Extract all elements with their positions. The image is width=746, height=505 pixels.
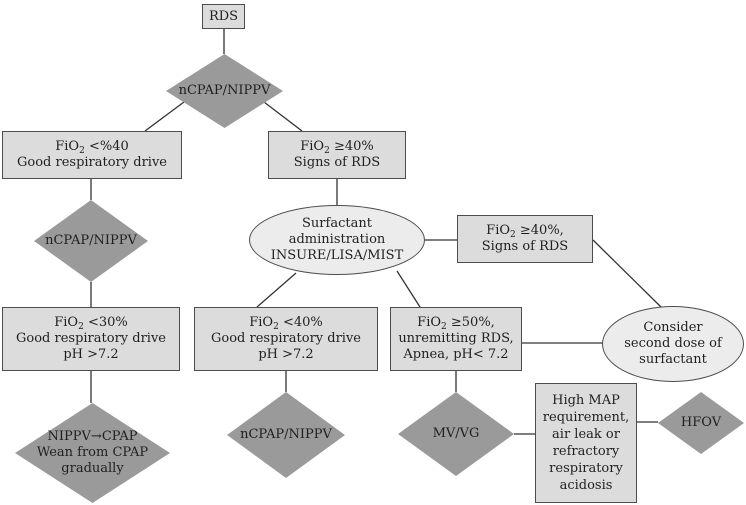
high-map-line4: refractory	[552, 444, 620, 459]
fio2-ge40-right-sub: 2	[510, 230, 516, 240]
ncpap-top-diamond: nCPAP/NIPPV	[166, 54, 283, 128]
fio2-ge40-right-box: FiO2 ≥40%, Signs of RDS	[457, 215, 593, 263]
high-map-line6: acidosis	[559, 478, 613, 493]
fio2-ge40-right-line2: Signs of RDS	[481, 239, 569, 254]
fio2-ge40-line1: FiO2 ≥40%	[300, 139, 374, 156]
fio2-lt30-line2: Good respiratory drive	[16, 331, 166, 346]
fio2-lt40-fio2: FiO	[55, 139, 80, 154]
ncpap-bottom-label: nCPAP/NIPPV	[240, 427, 332, 442]
fio2-lt40-mid-fio2: FiO	[249, 315, 274, 330]
fio2-ge40-signs-box: FiO2 ≥40% Signs of RDS	[268, 131, 406, 179]
second-dose-line2: second dose of	[624, 336, 722, 351]
connector-ncpap-to-fio2-ge40	[263, 101, 303, 132]
fio2-ge40-right-line1: FiO2 ≥40%,	[486, 223, 564, 240]
fio2-ge50-line2: unremitting RDS,	[398, 331, 514, 346]
second-dose-line1: Consider	[643, 320, 703, 335]
fio2-lt40-rest: <%40	[84, 139, 129, 154]
fio2-lt30-sub: 2	[78, 322, 84, 332]
fio2-ge50-rest: ≥50%,	[446, 315, 495, 330]
connector-surfactant-to-fio2-lt40	[256, 272, 297, 308]
surfactant-ellipse: Surfactant administration INSURE/LISA/MI…	[249, 205, 425, 275]
fio2-lt40-mid-line3: pH >7.2	[258, 347, 314, 362]
connector-fio2-right-to-second-dose	[592, 239, 662, 308]
connector-ncpap-to-fio2-lt40	[144, 101, 185, 132]
hfov-diamond: HFOV	[658, 392, 744, 454]
fio2-lt30-line1: FiO2 <30%	[54, 315, 128, 332]
nippv-to-cpap-line1: NIPPV→CPAP	[47, 429, 138, 444]
connector-surfactant-to-fio2-ge50	[396, 270, 421, 308]
rds-start-label: RDS	[208, 8, 239, 24]
fio2-lt30-rest: <30%	[83, 315, 128, 330]
fio2-lt40-mid-line1: FiO2 <40%	[249, 315, 323, 332]
second-dose-line3: surfactant	[639, 352, 707, 367]
fio2-lt30-box: FiO2 <30% Good respiratory drive pH >7.2	[2, 307, 180, 371]
fio2-lt40-sub: 2	[79, 146, 85, 156]
fio2-lt30-line3: pH >7.2	[63, 347, 119, 362]
rds-start-box: RDS	[202, 4, 245, 29]
fio2-ge40-sub: 2	[324, 146, 330, 156]
high-map-box: High MAP requirement, air leak or refrac…	[535, 383, 637, 503]
surfactant-line1: Surfactant	[302, 216, 372, 231]
high-map-line3: air leak or	[552, 427, 620, 442]
ncpap-left-label: nCPAP/NIPPV	[45, 233, 137, 248]
fio2-lt40-mid-line2: Good respiratory drive	[211, 331, 361, 346]
fio2-lt40-line2: Good respiratory drive	[17, 155, 167, 170]
fio2-ge40-right-fio2: FiO	[486, 223, 511, 238]
fio2-ge40-fio2: FiO	[300, 139, 325, 154]
surfactant-line3: INSURE/LISA/MIST	[270, 248, 404, 263]
fio2-lt40-good-drive-box: FiO2 <%40 Good respiratory drive	[2, 131, 182, 179]
fio2-lt40-mid-box: FiO2 <40% Good respiratory drive pH >7.2	[194, 307, 378, 371]
fio2-lt40-line1: FiO2 <%40	[55, 139, 129, 156]
fio2-lt40-mid-rest: <40%	[278, 315, 323, 330]
fio2-ge40-line2: Signs of RDS	[293, 155, 381, 170]
high-map-line2: requirement,	[542, 410, 630, 425]
high-map-line1: High MAP	[552, 393, 620, 408]
fio2-ge40-right-rest: ≥40%,	[515, 223, 564, 238]
ncpap-left-diamond: nCPAP/NIPPV	[34, 200, 148, 282]
fio2-ge50-line3: Apnea, pH< 7.2	[403, 347, 509, 362]
second-dose-ellipse: Consider second dose of surfactant	[602, 306, 744, 382]
nippv-to-cpap-line2: Wean from CPAP	[36, 445, 149, 460]
nippv-to-cpap-line3: gradually	[61, 461, 124, 476]
fio2-ge50-fio2: FiO	[417, 315, 442, 330]
fio2-ge50-line1: FiO2 ≥50%,	[417, 315, 495, 332]
fio2-lt30-fio2: FiO	[54, 315, 79, 330]
fio2-lt40-mid-sub: 2	[273, 322, 279, 332]
fio2-ge50-box: FiO2 ≥50%, unremitting RDS, Apnea, pH< 7…	[390, 307, 522, 371]
ncpap-top-label: nCPAP/NIPPV	[178, 83, 271, 98]
mv-vg-diamond: MV/VG	[398, 392, 514, 476]
high-map-line5: respiratory	[549, 461, 623, 476]
fio2-ge40-rest: ≥40%	[329, 139, 374, 154]
fio2-ge50-sub: 2	[441, 322, 447, 332]
hfov-label: HFOV	[680, 415, 722, 430]
mv-vg-label: MV/VG	[432, 426, 480, 441]
surfactant-line2: administration	[288, 232, 386, 247]
ncpap-bottom-diamond: nCPAP/NIPPV	[227, 392, 345, 478]
nippv-to-cpap-diamond: NIPPV→CPAP Wean from CPAP gradually	[15, 403, 170, 503]
